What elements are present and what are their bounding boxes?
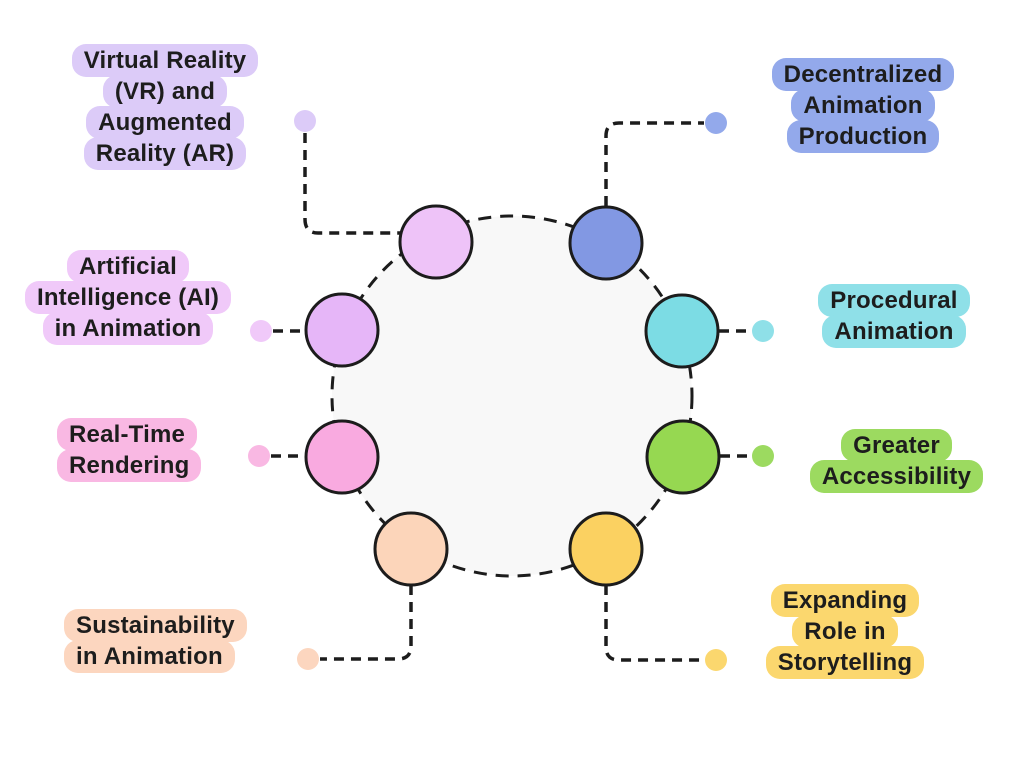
label-line-text: (VR) and [102, 75, 228, 108]
label-line-wrap: Greater [790, 429, 1003, 462]
connector-dot-decentralized-animation-production [705, 112, 727, 134]
label-line-wrap: Procedural [798, 284, 990, 317]
label-line-text: Artificial [66, 250, 190, 283]
connector-dot-greater-accessibility [752, 445, 774, 467]
label-line-wrap: Production [744, 120, 982, 153]
label-line-text: Greater [841, 429, 952, 462]
label-line-wrap: Intelligence (AI) [0, 281, 256, 314]
label-line-text: Real-Time [57, 418, 198, 451]
label-line-text: Storytelling [765, 646, 925, 679]
label-line-text: Animation [822, 315, 966, 348]
node-circle-vr-ar [398, 204, 474, 280]
label-line-text: Sustainability [64, 609, 247, 642]
center-circle [330, 214, 694, 578]
connector-dot-real-time-rendering [248, 445, 270, 467]
label-line-text: Rendering [57, 449, 202, 482]
label-line-text: Animation [791, 89, 935, 122]
label-line-wrap: Virtual Reality [46, 44, 284, 77]
label-line-text: Expanding [770, 584, 920, 617]
label-line-text: Augmented [86, 106, 244, 139]
label-line-wrap: Real-Time [57, 418, 237, 451]
label-line-wrap: Augmented [46, 106, 284, 139]
label-line-text: Reality (AR) [83, 137, 247, 170]
node-circle-decentralized-animation-production [568, 205, 644, 281]
node-circle-sustainability-in-animation [373, 511, 449, 587]
connector-dot-sustainability-in-animation [297, 648, 319, 670]
label-line-wrap: Artificial [0, 250, 256, 283]
label-line-text: in Animation [64, 640, 235, 673]
label-line-wrap: in Animation [64, 640, 296, 673]
label-line-wrap: Storytelling [746, 646, 944, 679]
label-line-text: in Animation [42, 312, 214, 345]
label-line-wrap: Accessibility [790, 460, 1003, 493]
label-line-wrap: Reality (AR) [46, 137, 284, 170]
connector-line-vr-ar [303, 133, 400, 235]
label-line-text: Procedural [818, 284, 970, 317]
label-line-wrap: Sustainability [64, 609, 296, 642]
label-line-text: Virtual Reality [71, 44, 259, 77]
label-line-wrap: Animation [798, 315, 990, 348]
label-line-wrap: Rendering [57, 449, 237, 482]
label-line-text: Intelligence (AI) [24, 281, 232, 314]
connector-line-sustainability-in-animation [320, 585, 413, 661]
label-line-wrap: Expanding [746, 584, 944, 617]
connector-line-expanding-role-in-storytelling [604, 585, 704, 662]
connector-dot-ai-in-animation [250, 320, 272, 342]
label-line-wrap: Role in [746, 615, 944, 648]
label-line-wrap: Animation [744, 89, 982, 122]
label-line-text: Production [786, 120, 940, 153]
label-line-wrap: in Animation [0, 312, 256, 345]
label-line-wrap: (VR) and [46, 75, 284, 108]
node-circle-real-time-rendering [304, 419, 380, 495]
label-line-wrap: Decentralized [744, 58, 982, 91]
node-circle-greater-accessibility [645, 419, 721, 495]
node-circle-procedural-animation [644, 293, 720, 369]
connector-dot-expanding-role-in-storytelling [705, 649, 727, 671]
label-line-text: Accessibility [809, 460, 984, 493]
connector-dot-procedural-animation [752, 320, 774, 342]
label-line-text: Decentralized [771, 58, 955, 91]
label-line-text: Role in [792, 615, 898, 648]
connector-line-decentralized-animation-production [604, 121, 704, 206]
node-circle-expanding-role-in-storytelling [568, 511, 644, 587]
connector-dot-vr-ar [294, 110, 316, 132]
node-circle-ai-in-animation [304, 292, 380, 368]
